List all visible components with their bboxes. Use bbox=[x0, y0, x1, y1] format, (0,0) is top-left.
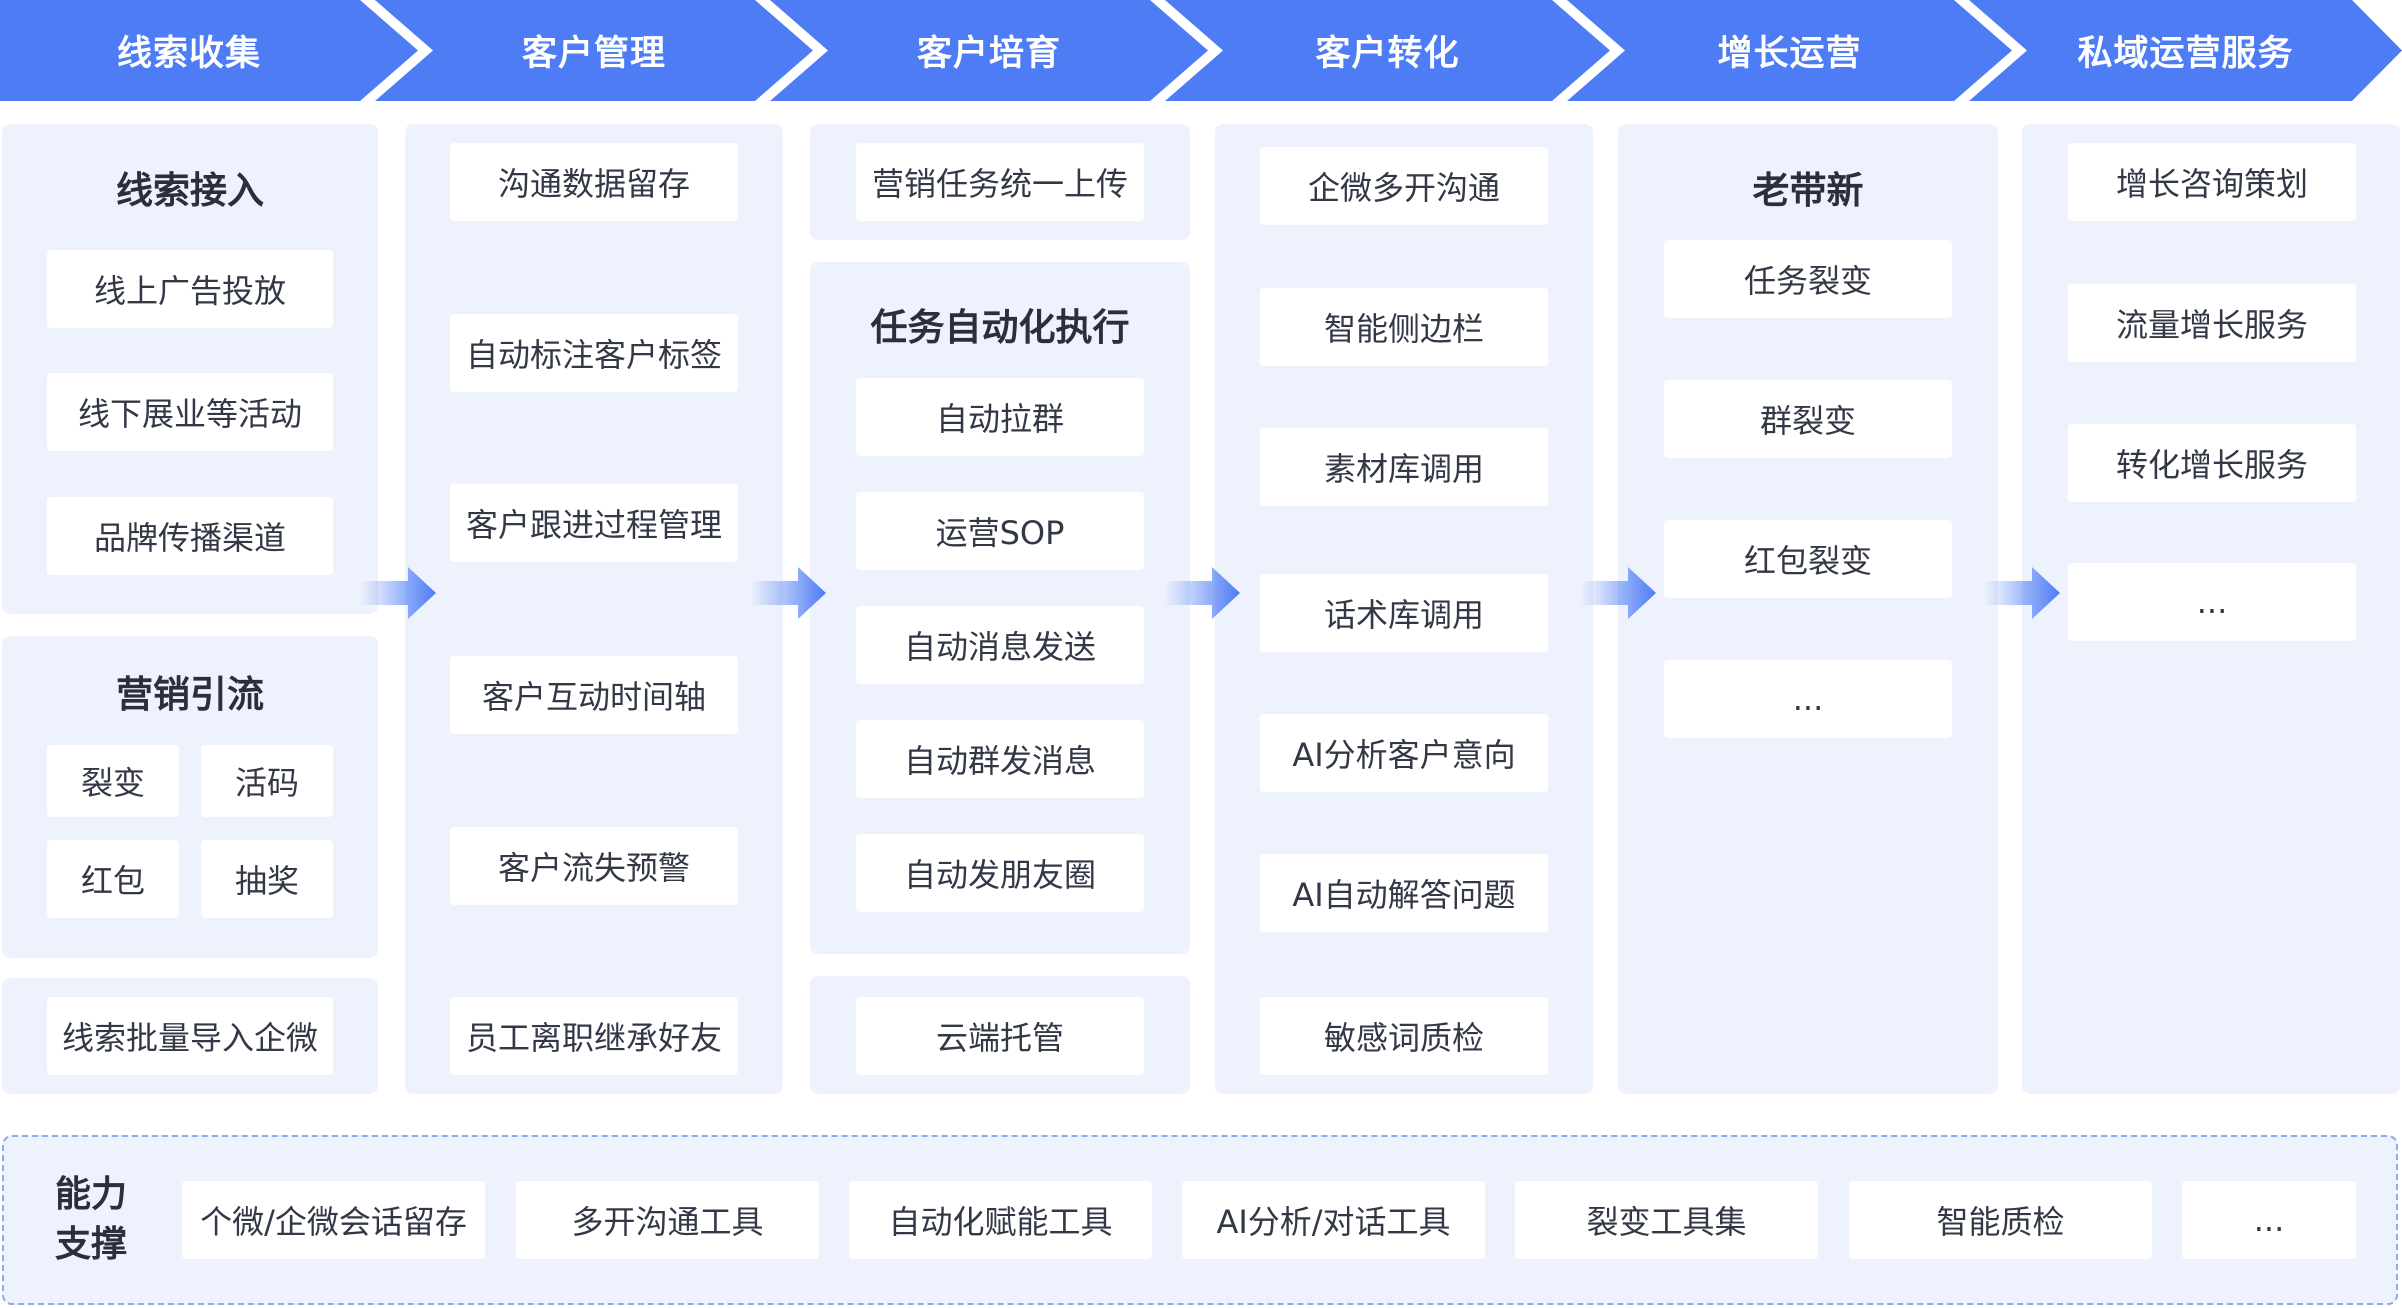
support-item: 自动化赋能工具 bbox=[849, 1181, 1152, 1259]
stage-header-3: 客户培育 bbox=[770, 0, 1208, 101]
col1-item: 品牌传播渠道 bbox=[47, 497, 333, 575]
support-item: 多开沟通工具 bbox=[516, 1181, 819, 1259]
col1-item: 裂变 bbox=[47, 745, 179, 817]
col4-item: 企微多开沟通 bbox=[1260, 147, 1548, 225]
col2-item: 客户跟进过程管理 bbox=[450, 484, 738, 562]
col5-item: 群裂变 bbox=[1664, 380, 1952, 458]
stage-header-6: 私域运营服务 bbox=[1969, 0, 2402, 101]
col2-panel bbox=[405, 124, 783, 1094]
col5-item: ... bbox=[1664, 660, 1952, 738]
col6-item: 转化增长服务 bbox=[2068, 424, 2356, 502]
col4-item: 智能侧边栏 bbox=[1260, 288, 1548, 366]
col2-item: 客户流失预警 bbox=[450, 827, 738, 905]
stage-header-5: 增长运营 bbox=[1567, 0, 2012, 101]
col1-item: 线上广告投放 bbox=[47, 250, 333, 328]
support-item: 个微/企微会话留存 bbox=[182, 1181, 485, 1259]
stage-label: 私域运营服务 bbox=[2077, 34, 2294, 74]
col3-item: 自动消息发送 bbox=[856, 606, 1144, 684]
col6-item: 增长咨询策划 bbox=[2068, 143, 2356, 221]
support-title-line: 支撑 bbox=[55, 1224, 128, 1265]
support-item: AI分析/对话工具 bbox=[1182, 1181, 1485, 1259]
flow-arrow-icon bbox=[1580, 567, 1656, 619]
col1-section2-title: 营销引流 bbox=[116, 673, 264, 716]
col3-middle-title: 任务自动化执行 bbox=[870, 306, 1130, 349]
support-title-line: 能力 bbox=[55, 1174, 128, 1215]
stage-label: 客户转化 bbox=[1315, 34, 1460, 74]
stage-header-4: 客户转化 bbox=[1165, 0, 1610, 101]
flow-arrow-icon bbox=[1164, 567, 1240, 619]
stage-header-2: 客户管理 bbox=[375, 0, 813, 101]
flow-arrow-icon bbox=[360, 567, 436, 619]
col3-item: 营销任务统一上传 bbox=[856, 143, 1144, 221]
col2-item: 自动标注客户标签 bbox=[450, 314, 738, 392]
support-item: ... bbox=[2182, 1181, 2356, 1259]
col2-item: 沟通数据留存 bbox=[450, 143, 738, 221]
col1-item: 线下展业等活动 bbox=[47, 373, 333, 451]
col3-item: 运营SOP bbox=[856, 492, 1144, 570]
col5-item: 任务裂变 bbox=[1664, 240, 1952, 318]
col4-item: 素材库调用 bbox=[1260, 428, 1548, 506]
flow-arrow-icon bbox=[750, 567, 826, 619]
col1-section1-title: 线索接入 bbox=[116, 169, 264, 212]
col4-item: 敏感词质检 bbox=[1260, 997, 1548, 1075]
col6-item: 流量增长服务 bbox=[2068, 284, 2356, 362]
col1-item: 抽奖 bbox=[201, 840, 333, 918]
col2-item: 客户互动时间轴 bbox=[450, 656, 738, 734]
col3-item: 云端托管 bbox=[856, 997, 1144, 1075]
col3-item: 自动发朋友圈 bbox=[856, 834, 1144, 912]
support-item: 智能质检 bbox=[1849, 1181, 2152, 1259]
col3-item: 自动群发消息 bbox=[856, 720, 1144, 798]
col3-item: 自动拉群 bbox=[856, 378, 1144, 456]
capability-support-title: 能力 支撑 bbox=[55, 1170, 135, 1270]
col2-item: 员工离职继承好友 bbox=[450, 997, 738, 1075]
col4-item: AI分析客户意向 bbox=[1260, 714, 1548, 792]
stage-label: 客户培育 bbox=[916, 34, 1061, 74]
col5-title: 老带新 bbox=[1752, 169, 1864, 212]
col1-item: 线索批量导入企微 bbox=[47, 997, 333, 1075]
col5-item: 红包裂变 bbox=[1664, 520, 1952, 598]
stage-label: 客户管理 bbox=[521, 34, 666, 74]
col6-item: ... bbox=[2068, 563, 2356, 641]
stage-header-1: 线索收集 bbox=[0, 0, 418, 101]
col1-item: 活码 bbox=[201, 745, 333, 817]
col1-item: 红包 bbox=[47, 840, 179, 918]
stage-label: 线索收集 bbox=[116, 34, 261, 74]
support-item: 裂变工具集 bbox=[1515, 1181, 1818, 1259]
col4-item: 话术库调用 bbox=[1260, 574, 1548, 652]
col4-item: AI自动解答问题 bbox=[1260, 854, 1548, 932]
flow-arrow-icon bbox=[1984, 567, 2060, 619]
stage-label: 增长运营 bbox=[1717, 34, 1862, 74]
